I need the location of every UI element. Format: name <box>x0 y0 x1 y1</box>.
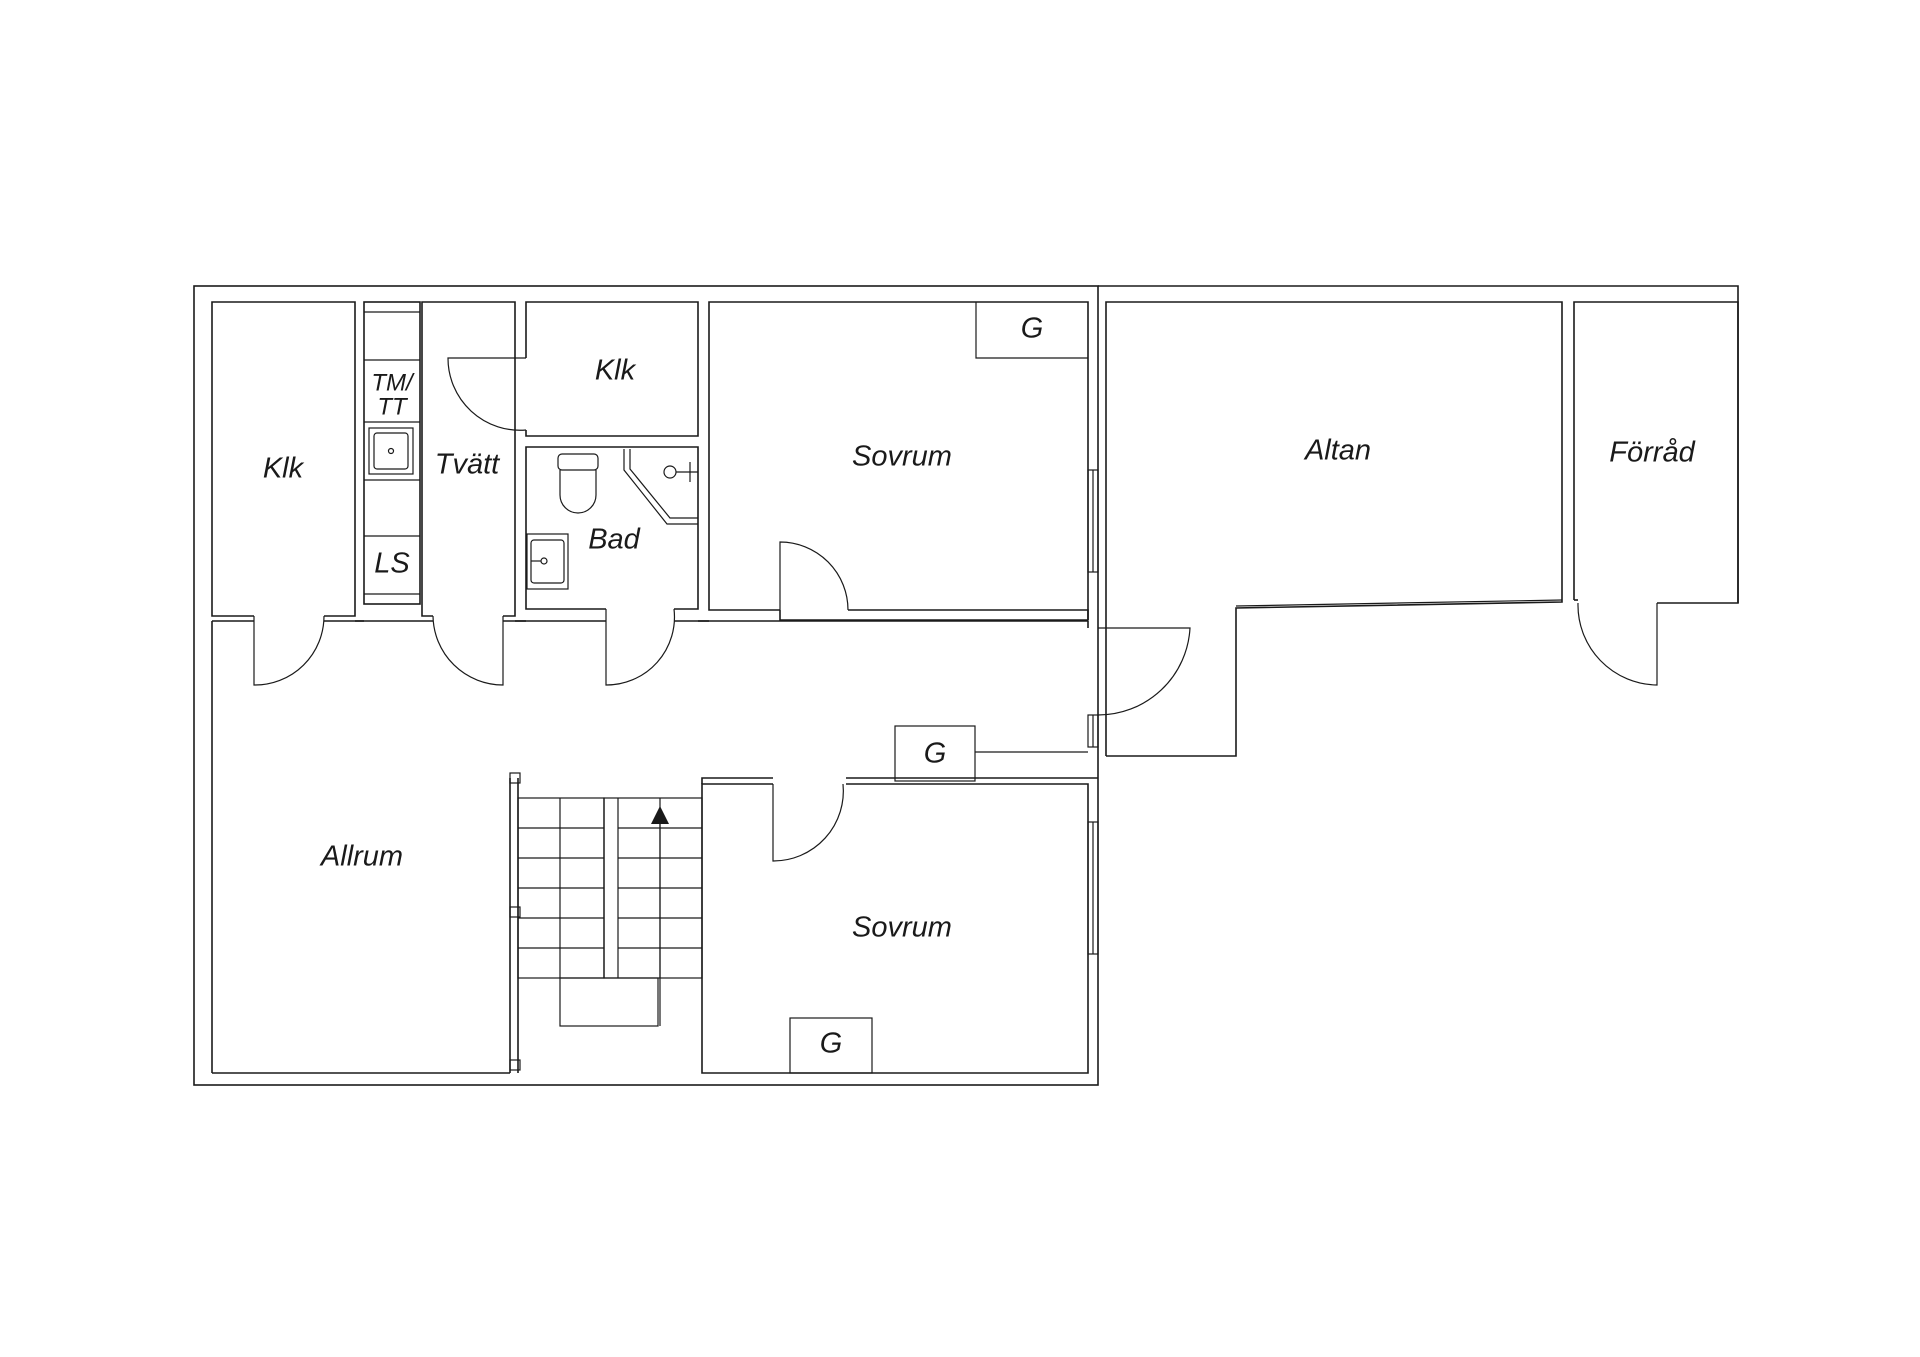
wardrobe-label-g-south: G <box>820 1028 843 1060</box>
wardrobe-sovrum-north <box>975 302 1088 359</box>
room-label-sovrum-north: Sovrum <box>852 441 952 473</box>
staircase <box>509 772 703 1073</box>
tm-tt-label-line1: TM/ <box>371 369 415 396</box>
room-sovrum-north <box>708 301 1089 621</box>
kitchen-sink-icon <box>368 427 414 475</box>
room-bad <box>525 446 699 686</box>
room-forrad <box>1573 301 1739 686</box>
room-label-forrad: Förråd <box>1609 437 1695 469</box>
wardrobe-label-g-north: G <box>1021 313 1044 345</box>
hall-wardrobe <box>894 725 1088 782</box>
room-label-sovrum-south: Sovrum <box>852 912 952 944</box>
room-sovrum-south <box>701 777 1098 1074</box>
room-label-klk-north: Klk <box>595 355 637 387</box>
room-klk-west <box>211 301 356 686</box>
hall-walls <box>211 620 1089 1074</box>
stair-direction-arrow-icon <box>651 806 669 824</box>
room-label-allrum: Allrum <box>319 841 403 873</box>
outer-boundary <box>193 285 1739 1086</box>
room-klk-north <box>447 301 699 437</box>
ls-label: LS <box>374 548 410 580</box>
room-label-bad: Bad <box>588 524 640 556</box>
room-tvatt <box>421 301 516 686</box>
kitchenette-strip <box>363 301 421 605</box>
shower-icon <box>623 449 698 525</box>
tm-tt-label-line2: TT <box>377 393 409 420</box>
wardrobe-sovrum-south <box>789 1017 873 1074</box>
window-sovrum-north <box>1087 469 1099 573</box>
bathroom-sink-icon <box>526 533 569 590</box>
door-to-altan <box>1087 627 1191 748</box>
room-altan <box>1105 301 1563 757</box>
room-label-tvatt: Tvätt <box>435 449 501 481</box>
room-label-altan: Altan <box>1303 435 1371 467</box>
toilet-icon <box>557 453 599 514</box>
room-label-klk-west: Klk <box>263 453 305 485</box>
window-sovrum-south <box>1087 821 1099 955</box>
wardrobe-label-g-hall: G <box>924 738 947 770</box>
